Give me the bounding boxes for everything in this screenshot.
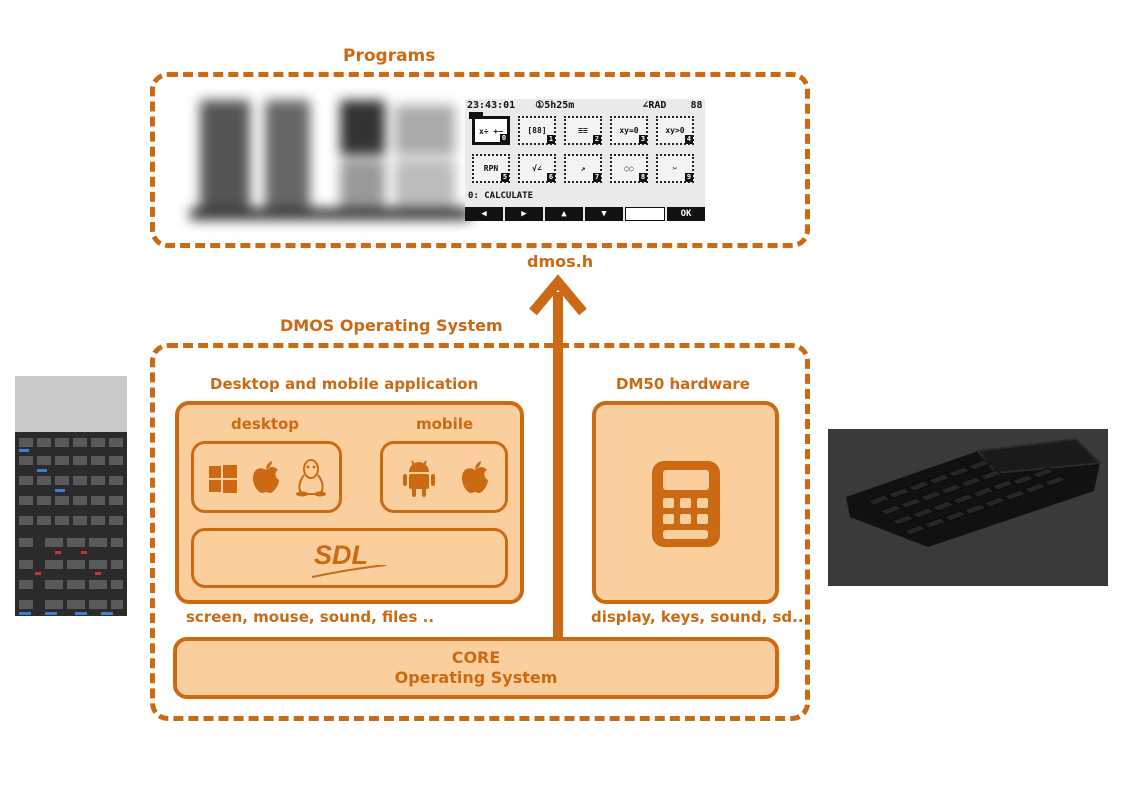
core-subtitle: Operating System xyxy=(394,668,558,687)
battery-icon xyxy=(469,112,483,119)
status-battery: 88 xyxy=(690,100,703,111)
tile-label: ✂ xyxy=(672,164,678,173)
arrow-left-icon: ◀ xyxy=(481,209,487,219)
softkey-ok[interactable]: OK xyxy=(667,207,705,221)
dmos-box xyxy=(150,343,810,721)
softkey-down[interactable]: ▼ xyxy=(585,207,623,221)
program-tile-1[interactable]: [88]1 xyxy=(518,116,556,145)
tile-number: 1 xyxy=(547,135,555,144)
hardware-label: DM50 hardware xyxy=(616,375,750,393)
tile-number: 7 xyxy=(593,173,601,182)
blurred-app-screens xyxy=(190,100,470,220)
api-arrow xyxy=(529,274,587,644)
api-label: dmos.h xyxy=(527,252,594,271)
dmos-label: DMOS Operating System xyxy=(280,316,503,335)
program-tile-8[interactable]: ◌◌ 8 xyxy=(610,154,648,183)
sdl-logo: SDL xyxy=(314,540,368,570)
windows-icon xyxy=(209,465,237,493)
status-bar: 23:43:01 ①5h25m ∠RAD 88 xyxy=(467,100,705,122)
mobile-platforms-box xyxy=(380,441,508,513)
program-tile-6[interactable]: √∠ 6 xyxy=(518,154,556,183)
desktop-label: desktop xyxy=(231,415,300,433)
softkey-up[interactable]: ▲ xyxy=(545,207,583,221)
softkey-left[interactable]: ◀ xyxy=(465,207,503,221)
apple-icon xyxy=(462,461,488,493)
sdl-swoosh xyxy=(311,565,387,578)
desktop-platforms-box xyxy=(191,441,342,513)
desktop-mobile-caption: screen, mouse, sound, files .. xyxy=(186,608,435,626)
program-tile-0[interactable]: x÷ +−0 xyxy=(472,116,510,145)
tile-label: [88] xyxy=(527,126,547,135)
softkey-empty[interactable] xyxy=(625,207,665,221)
tile-number: 6 xyxy=(547,173,555,182)
tile-number: 9 xyxy=(685,173,693,182)
core-box xyxy=(173,637,779,699)
tile-label: ◌◌ xyxy=(624,164,634,173)
tile-number: 0 xyxy=(500,134,508,143)
hardware-caption: display, keys, sound, sd.. xyxy=(591,608,804,626)
program-tile-9[interactable]: ✂9 xyxy=(656,154,694,183)
arrow-right-icon: ▶ xyxy=(521,209,527,219)
program-tile-7[interactable]: ↗7 xyxy=(564,154,602,183)
apple-icon xyxy=(253,461,279,493)
arrow-up-icon: ▲ xyxy=(561,209,567,219)
tile-label: ≡≡ xyxy=(578,126,588,135)
tile-number: 8 xyxy=(639,173,647,182)
status-angle-mode: ∠RAD xyxy=(642,100,667,111)
sdl-box: SDL xyxy=(191,528,508,588)
arrow-down-icon: ▼ xyxy=(601,209,607,219)
mobile-label: mobile xyxy=(416,415,474,433)
status-uptime: ①5h25m xyxy=(535,100,575,111)
program-tile-2[interactable]: ≡≡ 2 xyxy=(564,116,602,145)
tile-number: 2 xyxy=(593,135,601,144)
tile-number: 5 xyxy=(501,173,509,182)
calculator-screen: 23:43:01 ①5h25m ∠RAD 88 x÷ +−0 [88]1 ≡≡ 2… xyxy=(465,99,705,221)
linux-icon xyxy=(296,459,326,497)
programs-box xyxy=(150,72,810,248)
programs-label: Programs xyxy=(343,46,436,66)
hardware-keyboard-image xyxy=(828,429,1108,586)
softkey-bar: ◀ ▶ ▲ ▼ OK xyxy=(465,207,705,221)
calculator-icon xyxy=(652,461,720,547)
status-time: 23:43:01 xyxy=(467,100,516,111)
tile-label: √∠ xyxy=(532,164,542,173)
tile-label: xy>0 xyxy=(665,126,685,135)
tile-number: 4 xyxy=(685,135,693,144)
desktop-mobile-label: Desktop and mobile application xyxy=(210,375,479,393)
calculator-device-image xyxy=(15,376,127,616)
tile-label: xy=0 xyxy=(619,126,639,135)
tile-number: 3 xyxy=(639,135,647,144)
selected-program-line: 0: CALCULATE xyxy=(468,191,534,201)
tile-label: ↗ xyxy=(580,164,586,173)
android-icon xyxy=(403,460,435,497)
softkey-right[interactable]: ▶ xyxy=(505,207,543,221)
core-title: CORE xyxy=(451,648,501,667)
tile-label: RPN xyxy=(483,164,499,173)
tile-label: x÷ +− xyxy=(478,127,504,136)
